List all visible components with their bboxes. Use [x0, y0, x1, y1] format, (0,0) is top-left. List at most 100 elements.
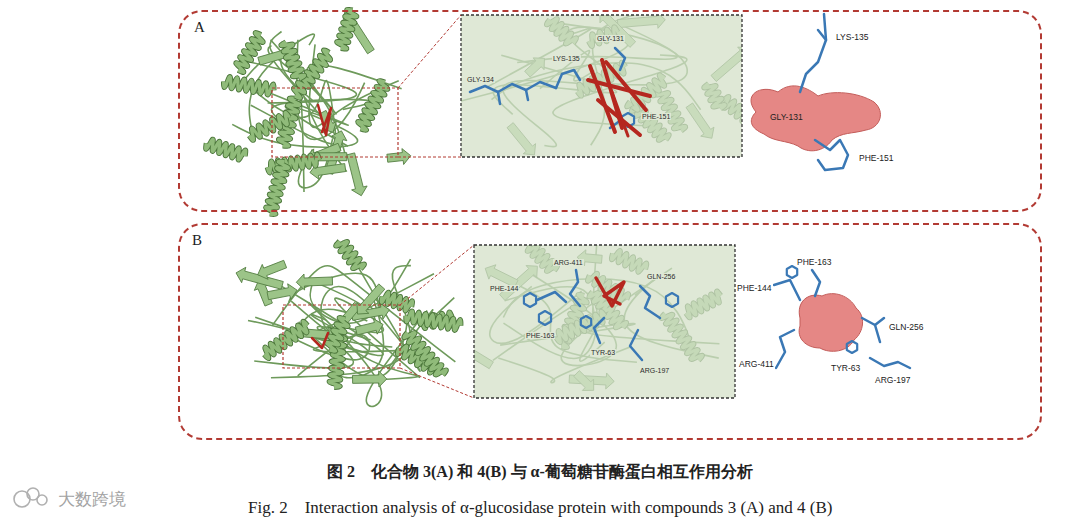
stick — [870, 358, 910, 368]
alpha-helix — [704, 84, 725, 109]
zoom-line — [400, 368, 474, 398]
helix-edge — [336, 241, 365, 269]
stick — [598, 100, 640, 135]
beta-sheet — [574, 371, 594, 391]
beta-sheet — [353, 371, 387, 387]
helix-edge — [223, 77, 274, 95]
helix-edge — [206, 139, 246, 160]
beta-sheet — [617, 15, 665, 28]
inset-ground — [474, 245, 735, 398]
stick — [818, 30, 826, 40]
figure-caption: 图 2 化合物 3(A) 和 4(B) 与 α-葡萄糖苷酶蛋白相互作用分析 — [327, 464, 753, 480]
stick — [612, 92, 628, 136]
watermark: 大数跨境 — [58, 491, 126, 508]
protein-cartoon — [236, 241, 461, 406]
helix-edge — [264, 321, 308, 358]
residue-label: PHE-144 — [736, 284, 773, 293]
beta-sheet — [258, 260, 287, 279]
alpha-helix — [336, 241, 365, 269]
beta-sheet — [711, 47, 742, 81]
stick — [537, 292, 566, 302]
stick — [498, 92, 500, 104]
stick — [570, 270, 580, 306]
stick — [318, 105, 331, 135]
helix-edge — [406, 311, 461, 330]
alpha-helix — [661, 313, 702, 360]
inset-cartoon — [474, 245, 721, 390]
beta-sheet — [347, 153, 367, 196]
helix-edge — [656, 90, 685, 130]
stick — [630, 330, 642, 360]
helix-edge — [381, 292, 412, 311]
residue-label: LYS-135 — [835, 33, 869, 42]
stick — [800, 14, 826, 92]
helix-edge — [236, 33, 263, 73]
stick — [640, 286, 660, 318]
english-caption: Fig. 2 Interaction analysis of α-glucosi… — [248, 499, 832, 516]
stick — [812, 270, 820, 296]
alpha-helix — [266, 161, 289, 214]
residue-label: PHE-163 — [796, 258, 833, 267]
residue-label: ARG-197 — [874, 376, 911, 385]
stick — [556, 70, 580, 88]
beta-sheet — [525, 58, 545, 77]
stick — [787, 266, 797, 278]
residue-label: PHE-151 — [858, 154, 895, 163]
zoom-box — [283, 305, 400, 368]
alpha-helix — [656, 90, 685, 130]
alpha-helix — [223, 77, 274, 95]
inset-frame — [461, 15, 742, 157]
residue-label: PHE-151 — [641, 113, 671, 120]
panel-letter: A — [194, 20, 205, 35]
stick — [815, 140, 848, 170]
residue-label: GLY-134 — [466, 76, 495, 83]
beta-sheet — [485, 265, 518, 288]
residue-sticks — [774, 14, 910, 368]
alpha-helix — [686, 291, 721, 318]
residue-label: GLN-256 — [646, 273, 676, 280]
loop — [487, 24, 592, 87]
helix-edge — [249, 113, 289, 141]
stick — [847, 341, 857, 353]
protein-cartoon — [206, 9, 411, 214]
inset-cartoon — [461, 15, 742, 155]
loop — [529, 268, 672, 365]
stick — [875, 325, 880, 342]
alpha-helix — [264, 321, 308, 358]
residue-label: GLY-131 — [596, 35, 625, 42]
inset-frame — [474, 245, 735, 398]
stick — [588, 80, 650, 96]
alpha-helix — [556, 311, 605, 342]
watermark-icon — [14, 488, 47, 507]
alpha-helix — [206, 139, 246, 160]
residue-label: TYR-63 — [590, 349, 616, 356]
stick — [594, 318, 604, 343]
panel-letter: B — [192, 233, 202, 248]
alpha-helix — [281, 42, 305, 79]
residue-sticks — [312, 48, 678, 360]
stick — [774, 280, 800, 300]
residue-label: TYR-63 — [830, 364, 861, 373]
helix-edge — [704, 84, 725, 109]
alpha-helix — [326, 318, 348, 352]
alpha-helix — [406, 311, 461, 330]
residue-label: ARG-411 — [553, 259, 584, 266]
stick — [539, 311, 551, 325]
helix-edge — [266, 161, 289, 214]
beta-sheet — [686, 103, 714, 138]
loop — [296, 40, 364, 140]
helix-edge — [546, 19, 576, 44]
stick — [470, 82, 556, 92]
stick — [606, 62, 646, 110]
alpha-helix — [337, 9, 357, 49]
stick — [524, 293, 536, 307]
residue-label: PHE-163 — [525, 332, 555, 339]
stick — [312, 333, 328, 348]
zoom-line — [400, 245, 474, 305]
alpha-helix — [546, 19, 576, 44]
beta-sheet — [296, 274, 332, 290]
inset-ground — [461, 15, 742, 157]
alpha-helix — [236, 33, 263, 73]
zoom-line — [398, 15, 461, 88]
